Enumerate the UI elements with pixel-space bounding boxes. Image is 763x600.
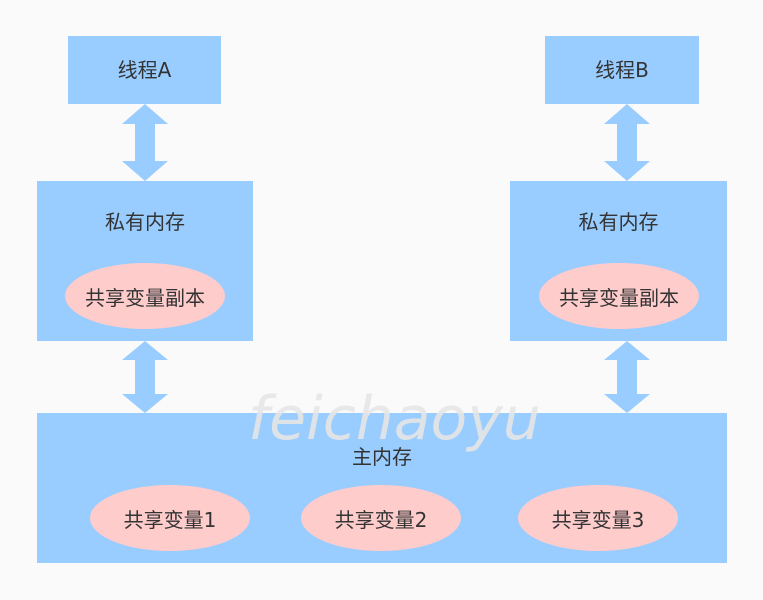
shared-variable-copy-a: 共享变量副本 bbox=[65, 263, 225, 329]
shared-variable-copy-a-label: 共享变量副本 bbox=[85, 285, 205, 310]
private-memory-b-label: 私有内存 bbox=[578, 210, 659, 234]
main-memory-label: 主内存 bbox=[352, 445, 412, 469]
shared-variable-3: 共享变量3 bbox=[518, 485, 678, 551]
double-arrow-thread-a-private bbox=[122, 104, 168, 181]
shared-variable-1-label: 共享变量1 bbox=[123, 507, 217, 532]
thread-a-box: 线程A bbox=[68, 36, 221, 104]
shared-variable-2-label: 共享变量2 bbox=[334, 507, 428, 532]
shared-variable-1: 共享变量1 bbox=[90, 485, 250, 551]
double-arrow-thread-b-private bbox=[604, 104, 650, 181]
thread-b-label: 线程B bbox=[595, 58, 649, 82]
main-memory-box: 主内存 共享变量1 共享变量2 共享变量3 bbox=[37, 413, 727, 563]
thread-a-label: 线程A bbox=[117, 58, 172, 82]
private-memory-a-label: 私有内存 bbox=[105, 210, 185, 234]
private-memory-a-box: 私有内存 共享变量副本 bbox=[37, 181, 253, 341]
shared-variable-3-label: 共享变量3 bbox=[551, 507, 645, 532]
shared-variable-copy-b-label: 共享变量副本 bbox=[559, 285, 679, 310]
double-arrow-private-b-main bbox=[604, 341, 650, 413]
private-memory-b-box: 私有内存 共享变量副本 bbox=[510, 181, 727, 341]
shared-variable-copy-b: 共享变量副本 bbox=[539, 263, 699, 329]
double-arrow-private-a-main bbox=[122, 341, 168, 413]
thread-b-box: 线程B bbox=[545, 36, 699, 104]
shared-variable-2: 共享变量2 bbox=[301, 485, 461, 551]
